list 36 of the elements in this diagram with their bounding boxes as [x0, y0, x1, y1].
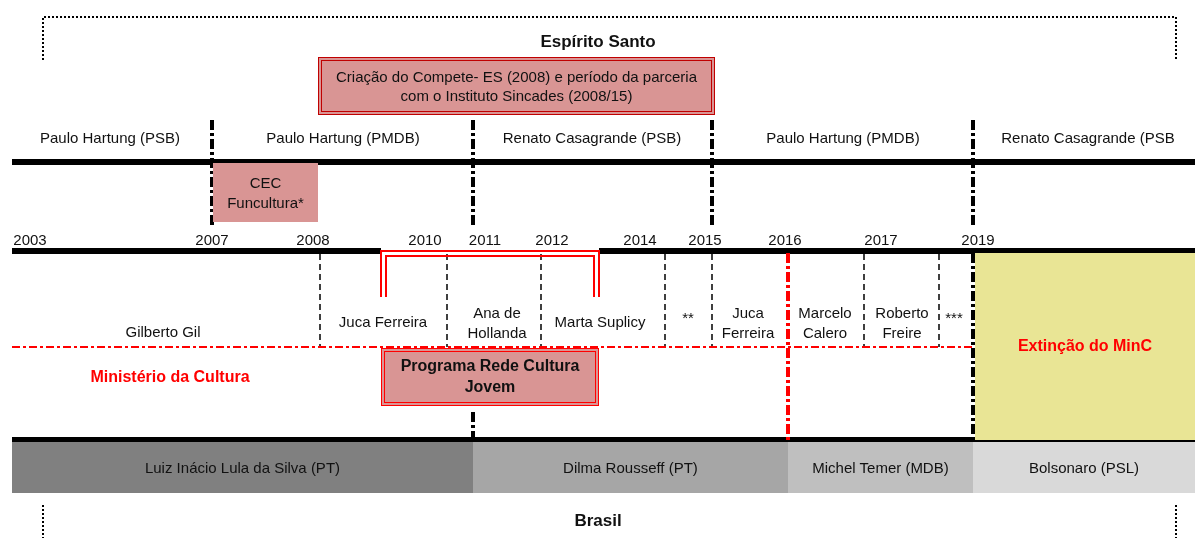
minister-label: Juca Ferreira	[720, 302, 776, 342]
title-label: Espírito Santo	[540, 30, 656, 53]
year-label: 2011	[468, 230, 502, 250]
minister-label: Roberto Freire	[874, 302, 930, 342]
highlight-box: CEC Funcultura*	[213, 163, 318, 222]
governor-label: Paulo Hartung (PMDB)	[266, 128, 420, 148]
year-label: 2010	[408, 230, 442, 250]
year-label: 2012	[535, 230, 569, 250]
year-label: 2003	[13, 230, 47, 250]
year-label: 2014	[623, 230, 657, 250]
minister-label: ***	[945, 308, 963, 328]
year-label: 2008	[296, 230, 330, 250]
governor-label: Renato Casagrande (PSB	[1001, 128, 1175, 148]
term-bar: Dilma Rousseff (PT)	[473, 442, 788, 493]
minister-label: Marcelo Calero	[797, 302, 853, 342]
year-label: 2007	[195, 230, 229, 250]
year-label: 2015	[688, 230, 722, 250]
year-label: 2017	[864, 230, 898, 250]
highlight-box: Extinção do MinC	[975, 253, 1195, 440]
governor-label: Paulo Hartung (PMDB)	[766, 128, 920, 148]
year-label: 2019	[961, 230, 995, 250]
minister-label: **	[682, 308, 694, 328]
governor-label: Paulo Hartung (PSB)	[39, 128, 181, 148]
section-label: Ministério da Cultura	[90, 366, 250, 387]
governor-label: Renato Casagrande (PSB)	[502, 128, 682, 148]
minister-label: Marta Suplicy	[554, 312, 646, 332]
year-label: 2016	[768, 230, 802, 250]
term-bar: Michel Temer (MDB)	[788, 442, 973, 493]
term-bar: Luiz Inácio Lula da Silva (PT)	[12, 442, 473, 493]
highlight-box: Programa Rede Cultura Jovem	[381, 348, 599, 406]
term-bar: Bolsonaro (PSL)	[973, 442, 1195, 493]
minister-label: Gilberto Gil	[125, 322, 201, 342]
title-label: Brasil	[574, 509, 622, 532]
minister-label: Ana de Hollanda	[466, 302, 528, 342]
highlight-box: Criação do Compete- ES (2008) e período da parceria com o Instituto Sincades (2008/15)	[318, 57, 715, 115]
minister-label: Juca Ferreira	[338, 312, 428, 332]
